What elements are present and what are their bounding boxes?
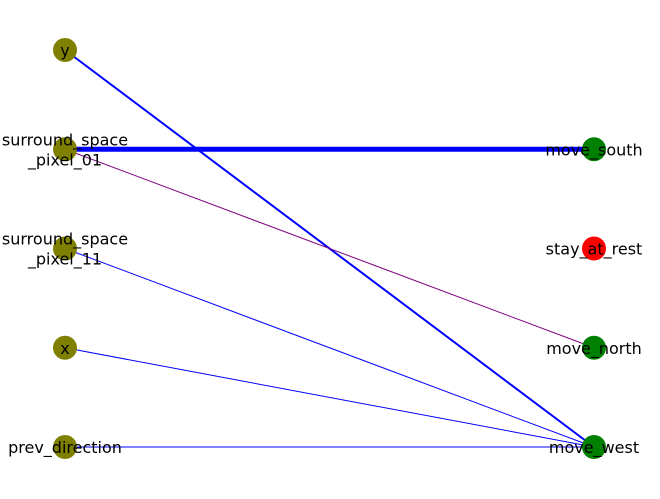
input-label-surround_space_pixel_11: surround_space_pixel_11 [2,229,128,269]
output-label-move_west: move_west [549,438,639,458]
output-label-move_south: move_south [545,140,642,160]
output-label-line: move_south [545,140,642,160]
input-label-line: x [60,338,69,357]
input-label-line: prev_direction [8,438,122,458]
output-node-move_west [582,435,606,459]
output-label-line: move_north [546,338,642,358]
input-node-surround_space_pixel_11 [53,236,77,261]
output-node-stay_at_rest [582,236,606,261]
edge-surround_space_pixel_01-to-move_north [64,148,595,349]
input-label-surround_space_pixel_01: surround_space_pixel_01 [2,130,128,170]
edge-x-to-move_west [64,347,595,448]
output-node-move_north [582,335,606,360]
input-label-x: x [60,338,69,357]
labels-layer: ysurround_space_pixel_01surround_space_p… [2,41,643,458]
edge-surround_space_pixel_11-to-move_west [64,248,595,448]
input-node-x [53,335,77,360]
input-label-line: _pixel_11 [27,249,102,269]
input-label-y: y [60,41,69,60]
output-label-move_north: move_north [546,338,642,358]
input-label-prev_direction: prev_direction [8,438,122,458]
input-label-line: surround_space [2,229,128,249]
input-node-prev_direction [53,435,77,459]
input-label-line: _pixel_01 [27,150,102,170]
input-label-line: surround_space [2,130,128,150]
output-label-line: move_west [549,438,639,458]
input-label-line: y [60,41,69,60]
output-node-move_south [582,137,606,162]
input-node-surround_space_pixel_01 [53,137,77,162]
edges-layer [64,49,595,448]
output-label-stay_at_rest: stay_at_rest [546,239,643,259]
nodes-layer [53,38,606,459]
input-node-y [53,38,77,62]
output-label-line: stay_at_rest [546,239,643,259]
